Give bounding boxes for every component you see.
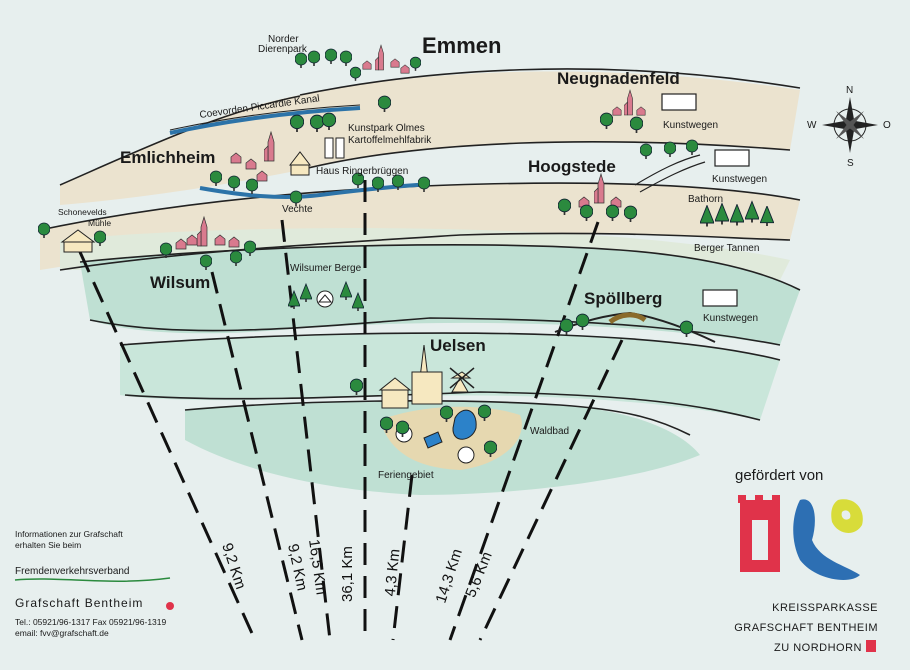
distance-label: 4,3 Km xyxy=(382,548,404,597)
distance-label: 36,1 Km xyxy=(339,546,356,602)
canal-river xyxy=(169,106,361,135)
label-vechte: Vechte xyxy=(282,204,313,215)
label-hoogstede: Hoogstede xyxy=(528,157,616,176)
label-bathorn: Bathorn xyxy=(688,194,723,205)
label-norder-dierenpark-1: Norder xyxy=(268,34,299,45)
label-kunstwegen-2: Kunstwegen xyxy=(712,174,767,185)
label-haus-ringerbruggen: Haus Ringerbrüggen xyxy=(316,166,408,177)
sponsor-bank-1: KREISSPARKASSE xyxy=(772,602,878,614)
label-kunstwegen-3: Kunstwegen xyxy=(703,313,758,324)
info-org2: Grafschaft Bentheim xyxy=(15,596,143,610)
distance-lines xyxy=(78,180,624,641)
label-norder-dierenpark-2: Dierenpark xyxy=(258,44,308,55)
map-symbols xyxy=(38,44,774,464)
label-kunstpark-2: Kartoffelmehlfabrik xyxy=(348,135,432,146)
contour-lines xyxy=(39,68,801,436)
label-emlichheim: Emlichheim xyxy=(120,148,215,167)
kunstwegen-markers xyxy=(661,93,750,307)
sparkasse-icon xyxy=(866,640,876,652)
label-schonevelds-1: Schonevelds xyxy=(58,207,107,217)
info-intro-2: erhalten Sie beim xyxy=(15,540,81,550)
sponsor-block: gefördert von KREISSPARKASSE GRAFSCHAFT … xyxy=(734,467,878,654)
info-intro-1: Informationen zur Grafschaft xyxy=(15,529,123,539)
label-schonevelds-2: Mühle xyxy=(88,218,111,228)
compass-o: O xyxy=(883,120,891,131)
label-neugnadenfeld: Neugnadenfeld xyxy=(557,69,680,88)
compass-s: S xyxy=(847,158,854,169)
sponsor-bank-3: ZU NORDHORN xyxy=(774,642,862,654)
label-waldbad: Waldbad xyxy=(530,426,569,437)
info-phone: Tel.: 05921/96-1317 Fax 05921/96-1319 xyxy=(15,617,167,627)
label-kunstpark-1: Kunstpark Olmes xyxy=(348,123,425,134)
compass-n: N xyxy=(846,85,853,96)
info-org1: Fremdenverkehrsverband xyxy=(15,566,130,577)
sponsor-logo xyxy=(738,495,863,580)
info-block: Informationen zur Grafschaft erhalten Si… xyxy=(14,529,174,638)
label-berger-tannen: Berger Tannen xyxy=(694,243,759,254)
label-emmen: Emmen xyxy=(422,33,501,58)
label-spoellberg: Spöllberg xyxy=(584,289,662,308)
info-email: email: fvv@grafschaft.de xyxy=(15,628,109,638)
compass-rose-icon: N S W O xyxy=(807,85,891,169)
label-feriengebiet: Feriengebiet xyxy=(378,470,434,481)
label-wilsumer-berge: Wilsumer Berge xyxy=(290,263,362,274)
compass-w: W xyxy=(807,120,817,131)
label-uelsen: Uelsen xyxy=(430,336,486,355)
label-kunstwegen-1: Kunstwegen xyxy=(663,120,718,131)
sponsor-label: gefördert von xyxy=(735,467,823,484)
label-wilsum: Wilsum xyxy=(150,273,210,292)
org-dot-icon xyxy=(166,602,174,610)
sponsor-bank-2: GRAFSCHAFT BENTHEIM xyxy=(734,622,878,634)
